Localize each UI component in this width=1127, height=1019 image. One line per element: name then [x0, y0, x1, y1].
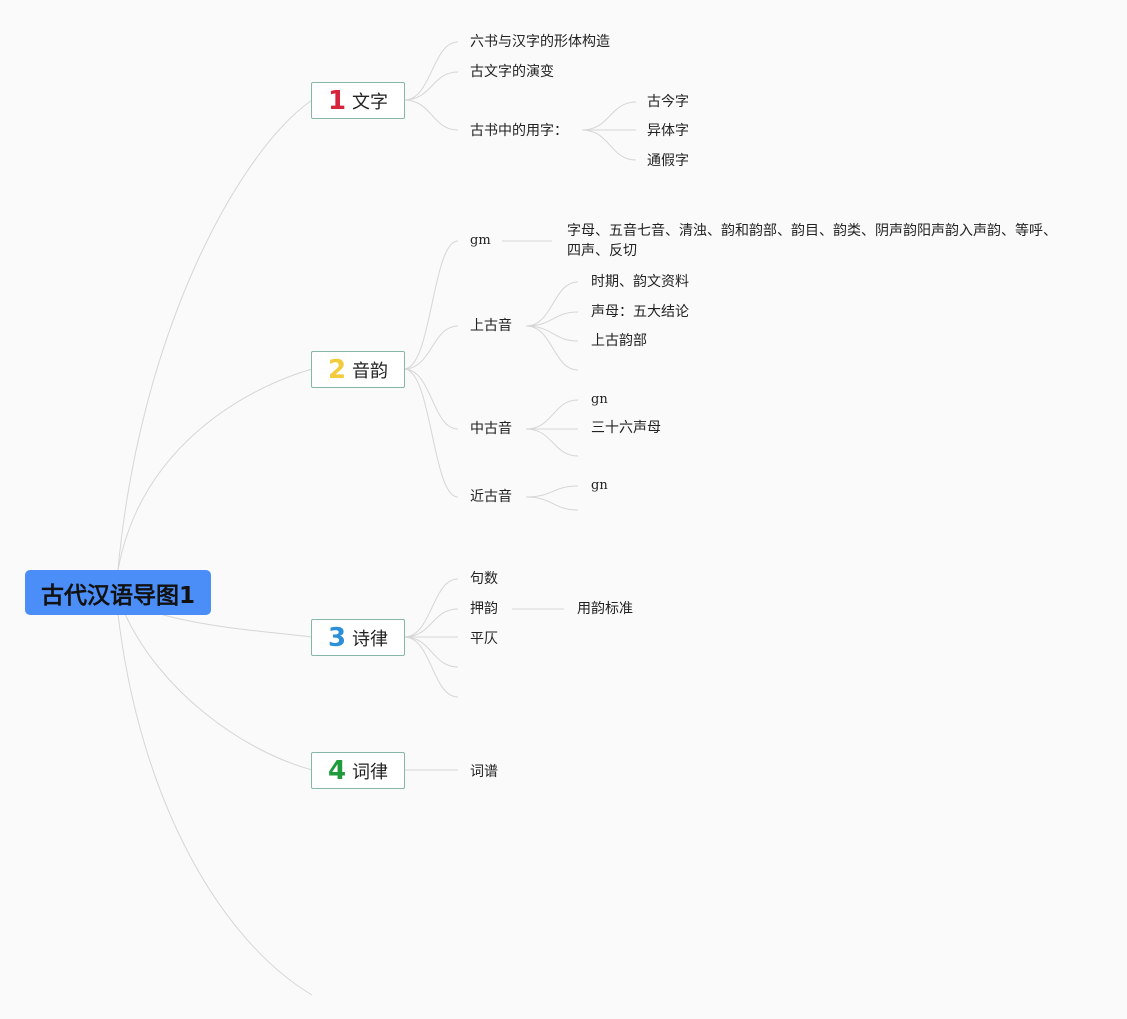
subtopic-jinguyin[interactable]: 近古音: [470, 489, 512, 505]
branch-topic-yinyun[interactable]: 2 音韵: [311, 351, 405, 388]
subtopic-zhongguyin[interactable]: 中古音: [470, 421, 512, 437]
branch-topic-shilv[interactable]: 3 诗律: [311, 619, 405, 656]
leaf-tongjiazi[interactable]: 通假字: [647, 153, 689, 169]
subtopic-yayun[interactable]: 押韵: [470, 601, 498, 617]
leaf-shengmu[interactable]: 声母：五大结论: [591, 304, 689, 320]
leaf-yinyun-terms[interactable]: 字母、五音七音、清浊、韵和韵部、韵目、韵类、阴声韵阳声韵入声韵、等呼、四声、反切: [567, 223, 1057, 259]
branch-topic-wenzi[interactable]: 1 文字: [311, 82, 405, 119]
subtopic-liushu[interactable]: 六书与汉字的形体构造: [470, 34, 610, 50]
leaf-gn[interactable]: gn: [591, 392, 608, 407]
subtopic-pingze[interactable]: 平仄: [470, 631, 498, 647]
leaf-gujinzi[interactable]: 古今字: [647, 94, 689, 110]
branch-label: 音韵: [352, 360, 389, 382]
subtopic-jushu[interactable]: 句数: [470, 571, 498, 587]
subtopic-shangguyin[interactable]: 上古音: [470, 318, 512, 334]
leaf-yongyun-biaozhun[interactable]: 用韵标准: [577, 601, 633, 617]
leaf-gn[interactable]: gn: [591, 478, 608, 493]
leaf-shiqi[interactable]: 时期、韵文资料: [591, 274, 689, 290]
number-four-icon: 4: [327, 755, 347, 786]
subtopic-guwenzi[interactable]: 古文字的演变: [470, 64, 554, 80]
number-two-icon: 2: [327, 354, 347, 385]
branch-topic-cilv[interactable]: 4 词律: [311, 752, 405, 789]
leaf-shangguyunbu[interactable]: 上古韵部: [591, 333, 647, 349]
leaf-sanshiliu-shengmu[interactable]: 三十六声母: [591, 420, 661, 436]
number-one-icon: 1: [327, 85, 347, 116]
subtopic-gushu-yongzi[interactable]: 古书中的用字：: [470, 123, 568, 139]
subtopic-cipu[interactable]: 词谱: [470, 764, 498, 780]
branch-label: 文字: [352, 91, 389, 113]
root-topic[interactable]: 古代汉语导图1: [25, 570, 211, 615]
number-three-icon: 3: [327, 622, 347, 653]
branch-label: 词律: [352, 761, 389, 783]
leaf-yitizi[interactable]: 异体字: [647, 123, 689, 139]
branch-label: 诗律: [352, 628, 389, 650]
subtopic-gm[interactable]: gm: [470, 233, 491, 248]
